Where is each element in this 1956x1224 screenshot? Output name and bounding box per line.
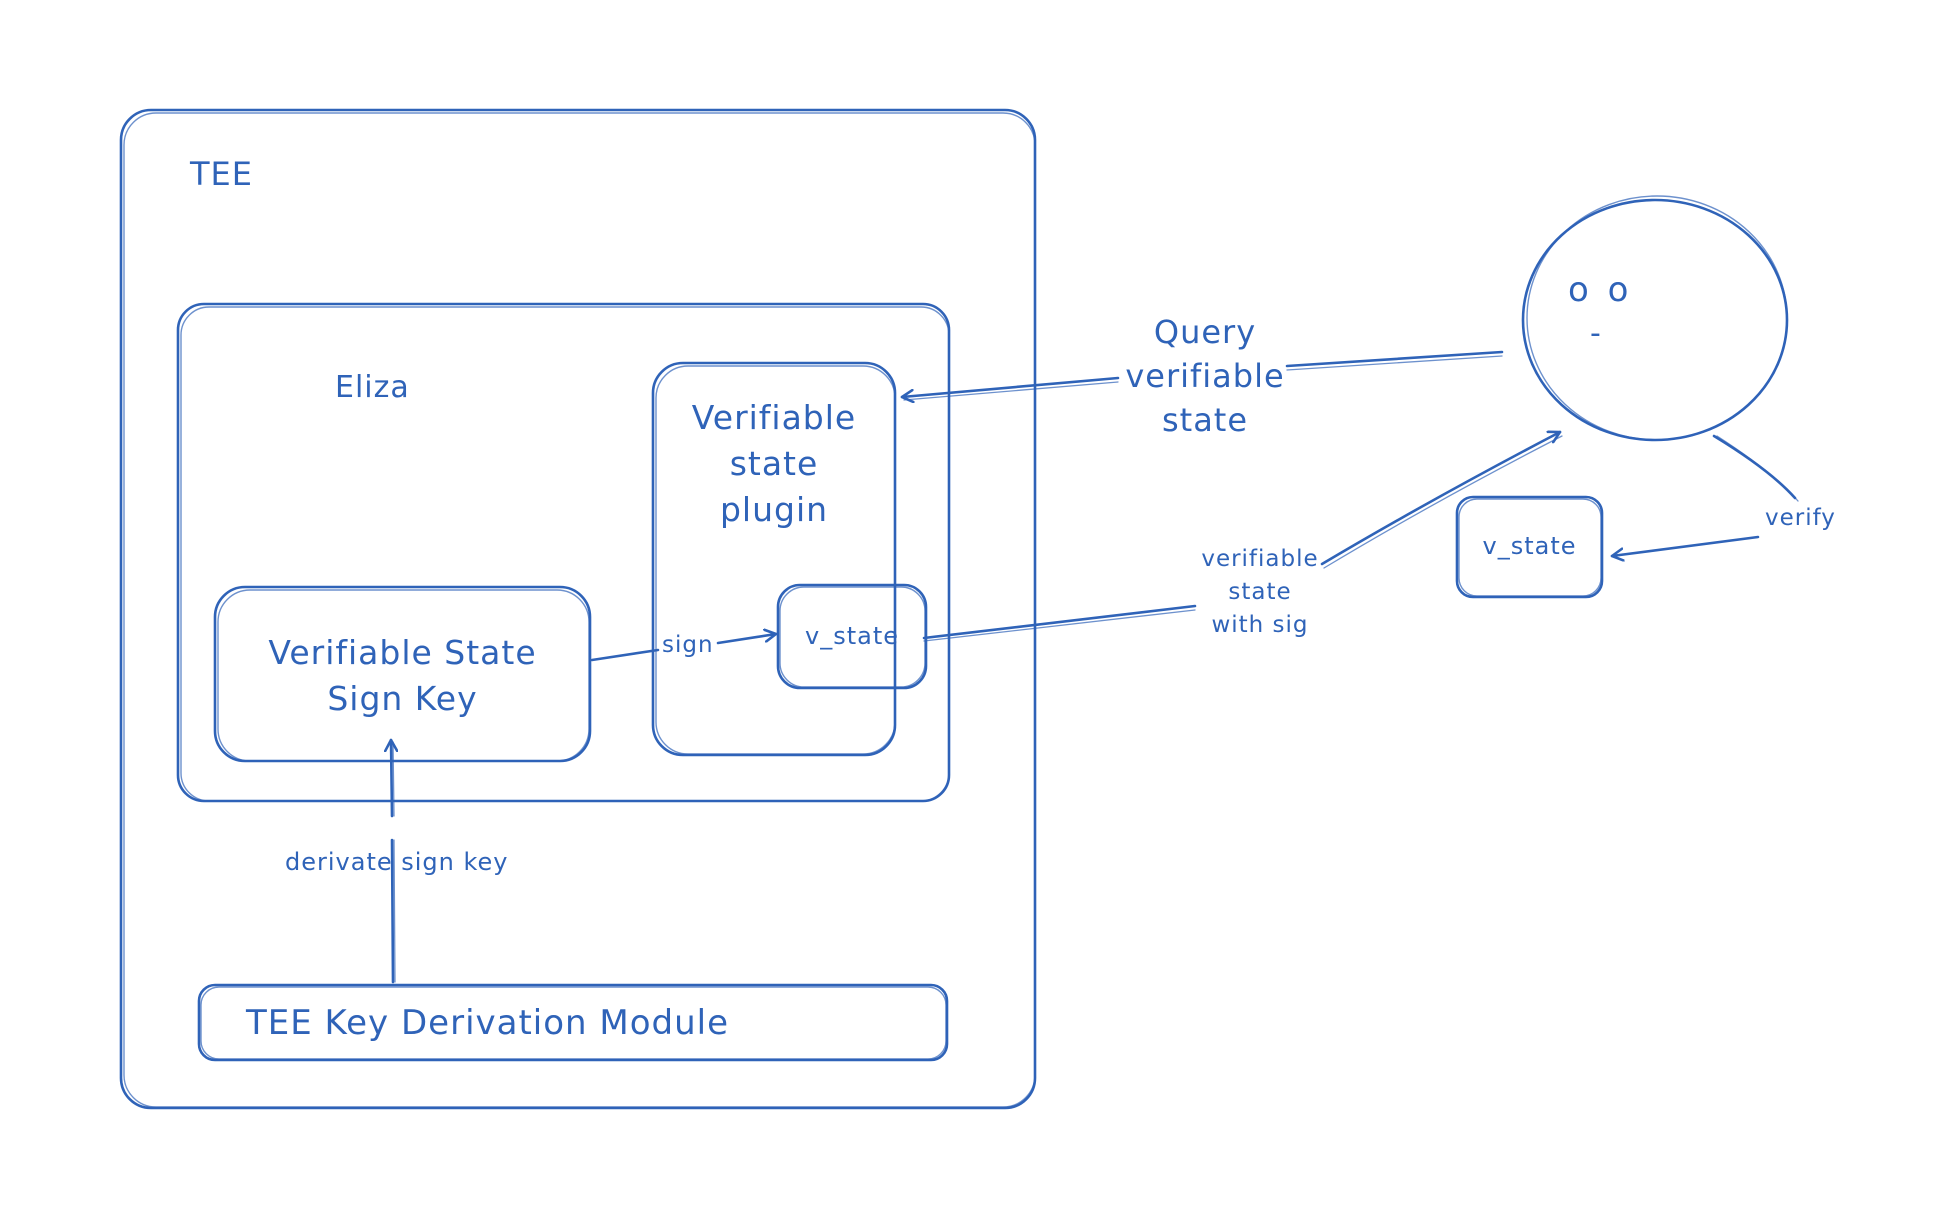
plugin-label: Verifiable state plugin — [653, 395, 895, 533]
arrow-state-with-sig — [922, 432, 1560, 640]
arrow-derivate-sign-key — [391, 740, 393, 984]
v-state-outer-box — [1455, 495, 1604, 599]
edge-label-state-with-sig: verifiable state with sig — [1190, 543, 1330, 642]
arrow-sign — [590, 634, 776, 662]
sign-key-label-line-2: Sign Key — [327, 679, 478, 718]
edge-label-verify: verify — [1765, 505, 1836, 531]
tee-box — [119, 108, 1037, 1110]
edge-label-query: Query verifiable state — [1110, 310, 1300, 442]
plugin-label-line-3: plugin — [719, 490, 829, 529]
query-line-3: state — [1161, 401, 1249, 439]
sign-key-label: Verifiable State Sign Key — [215, 630, 590, 722]
user-eyes: o o — [1568, 270, 1633, 310]
state-with-sig-line-1: verifiable — [1201, 546, 1319, 572]
query-line-2: verifiable — [1125, 357, 1285, 395]
state-with-sig-line-2: state — [1228, 579, 1292, 605]
v-state-outer-label: v_state — [1482, 532, 1577, 560]
sign-key-label-line-1: Verifiable State — [268, 633, 537, 672]
state-with-sig-line-3: with sig — [1211, 612, 1309, 638]
user-mouth: - — [1590, 316, 1602, 351]
eliza-label: Eliza — [335, 370, 410, 405]
edge-label-sign: sign — [662, 632, 714, 658]
query-line-1: Query — [1153, 313, 1257, 351]
v-state-inner-label: v_state — [805, 622, 899, 650]
arrow-verify — [1610, 535, 1760, 556]
edge-label-derivate: derivate sign key — [285, 848, 509, 876]
arrow-query — [902, 350, 1504, 397]
plugin-label-line-1: Verifiable — [691, 398, 857, 437]
user-verify-line — [1712, 434, 1797, 500]
key-derivation-box — [197, 983, 949, 1062]
user-head-circle — [1521, 198, 1789, 442]
plugin-label-line-2: state — [729, 444, 819, 483]
key-derivation-label: TEE Key Derivation Module — [246, 1003, 730, 1043]
tee-label: TEE — [190, 155, 253, 193]
eliza-box — [176, 302, 951, 803]
